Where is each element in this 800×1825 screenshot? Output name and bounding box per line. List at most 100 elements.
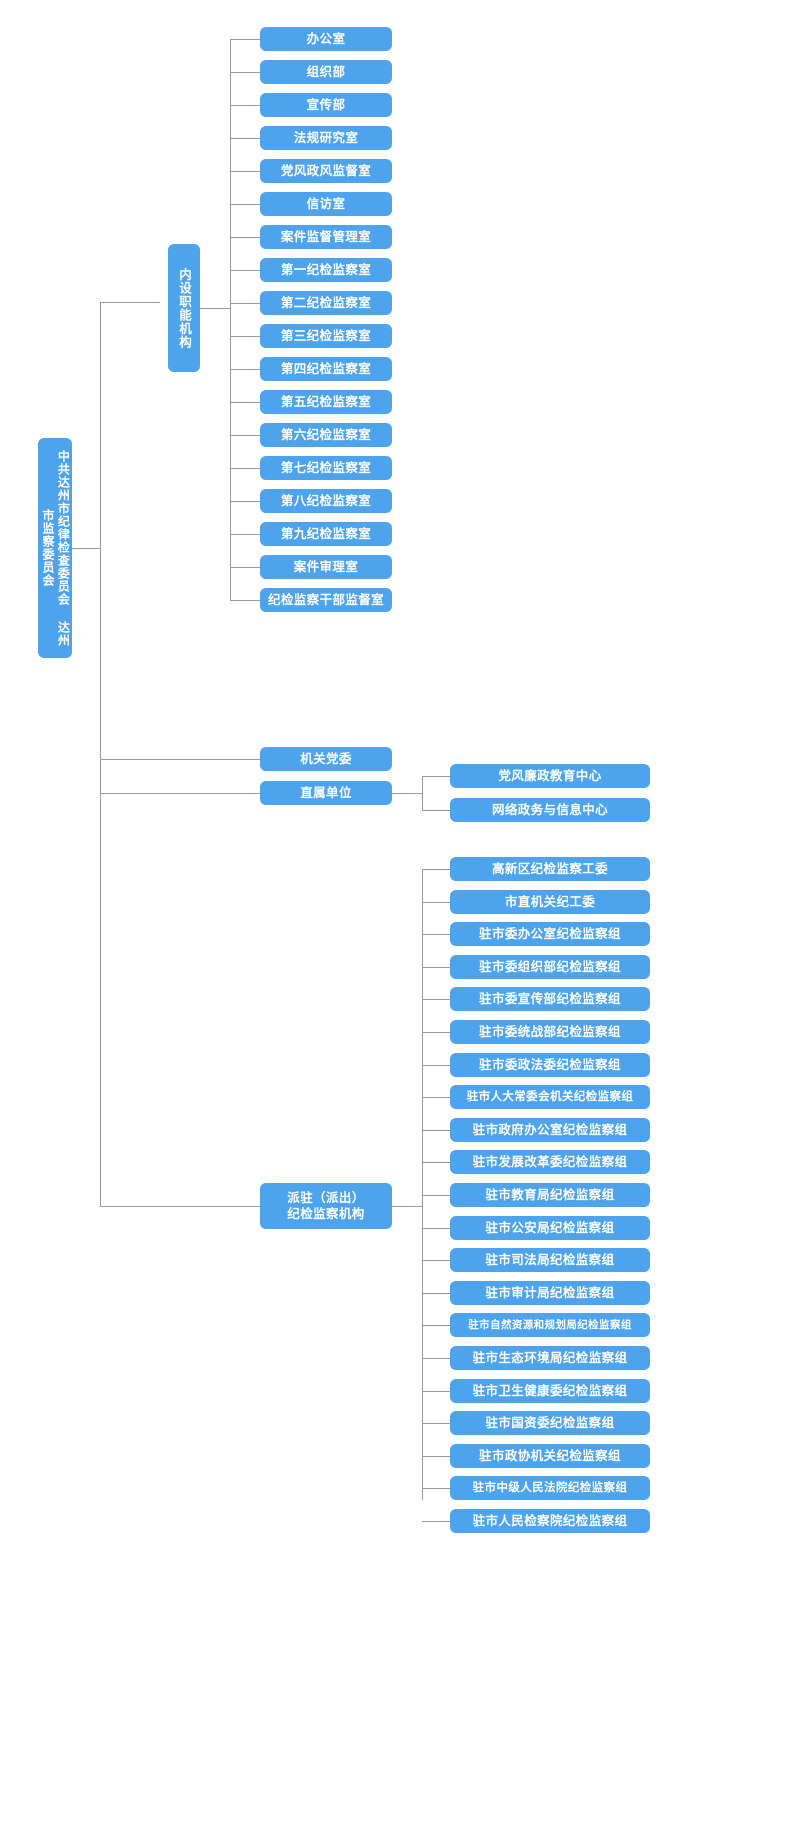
leaf-node-internal-18[interactable]: 纪检监察干部监督室: [260, 588, 392, 612]
leaf-node-internal-3[interactable]: 宣传部: [260, 93, 392, 117]
leaf-node-internal-16[interactable]: 第九纪检监察室: [260, 522, 392, 546]
leaf-node-dispatched-17[interactable]: 驻市卫生健康委纪检监察组: [450, 1378, 650, 1403]
leaf-node-dispatched-18[interactable]: 驻市国资委纪检监察组: [450, 1411, 650, 1436]
leaf-node-dispatched-8[interactable]: 驻市人大常委会机关纪检监察组: [450, 1085, 650, 1110]
connector-internal-leaf-11: [230, 369, 260, 370]
connector-internal-leaf-2: [230, 72, 260, 73]
leaf-node-dispatched-19[interactable]: 驻市政协机关纪检监察组: [450, 1443, 650, 1468]
connector-internal-leaf-5: [230, 171, 260, 172]
connector-internal-leaf-10: [230, 336, 260, 337]
root-node[interactable]: 中共达州市纪律检查委员会 达州市监察委员会: [38, 438, 72, 658]
connector-internal-leaf-9: [230, 303, 260, 304]
connector-dispatched-leaf-4: [422, 966, 450, 968]
connector-to-dispatched: [100, 1206, 260, 1207]
connector-dispatched-leaf-16: [422, 1358, 450, 1359]
connector-direct-unit-2: [422, 810, 450, 811]
leaf-node-internal-17[interactable]: 案件审理室: [260, 555, 392, 579]
leaf-node-internal-5[interactable]: 党风政风监督室: [260, 159, 392, 183]
leaf-node-internal-7[interactable]: 案件监督管理室: [260, 225, 392, 249]
leaf-node-dispatched-15[interactable]: 驻市自然资源和规划局纪检监察组: [450, 1313, 650, 1338]
leaf-node-direct-unit-2[interactable]: 网络政务与信息中心: [450, 798, 650, 822]
connector-main-spine: [100, 302, 101, 1206]
leaf-node-dispatched-21[interactable]: 驻市人民检察院纪检监察组: [450, 1509, 650, 1533]
connector-dispatched-leaf-17: [422, 1390, 450, 1392]
leaf-node-dispatched-10[interactable]: 驻市发展改革委纪检监察组: [450, 1150, 650, 1175]
connector-dispatched-leaf-1: [422, 869, 450, 870]
leaf-node-internal-9[interactable]: 第二纪检监察室: [260, 291, 392, 315]
leaf-node-internal-10[interactable]: 第三纪检监察室: [260, 324, 392, 348]
connector-dispatched-leaf-13: [422, 1260, 450, 1262]
leaf-node-internal-15[interactable]: 第八纪检监察室: [260, 489, 392, 513]
leaf-node-dispatched-3[interactable]: 驻市委办公室纪检监察组: [450, 922, 650, 947]
leaf-node-internal-2[interactable]: 组织部: [260, 60, 392, 84]
connector-to-internal: [100, 302, 160, 303]
connector-dispatched-leaf-6: [422, 1032, 450, 1033]
leaf-node-dispatched-6[interactable]: 驻市委统战部纪检监察组: [450, 1020, 650, 1044]
leaf-node-dispatched-9[interactable]: 驻市政府办公室纪检监察组: [450, 1117, 650, 1142]
connector-dispatched-leaf-2: [422, 901, 450, 903]
leaf-node-dispatched-4[interactable]: 驻市委组织部纪检监察组: [450, 954, 650, 979]
branch-node-party-committee[interactable]: 机关党委: [260, 747, 392, 771]
connector-root-stem: [72, 548, 100, 549]
leaf-node-dispatched-1[interactable]: 高新区纪检监察工委: [450, 857, 650, 881]
connector-dispatched-leaf-10: [422, 1162, 450, 1164]
connector-dispatched-leaf-3: [422, 934, 450, 936]
leaf-node-dispatched-20[interactable]: 驻市中级人民法院纪检监察组: [450, 1476, 650, 1501]
leaf-node-dispatched-16[interactable]: 驻市生态环境局纪检监察组: [450, 1346, 650, 1370]
leaf-node-dispatched-7[interactable]: 驻市委政法委纪检监察组: [450, 1052, 650, 1077]
leaf-node-internal-13[interactable]: 第六纪检监察室: [260, 423, 392, 447]
connector-dispatched-out: [392, 1206, 422, 1207]
leaf-node-internal-1[interactable]: 办公室: [260, 27, 392, 51]
leaf-node-internal-14[interactable]: 第七纪检监察室: [260, 456, 392, 480]
branch-node-direct-units[interactable]: 直属单位: [260, 781, 392, 805]
connector-to-party-committee: [100, 759, 260, 760]
leaf-node-dispatched-11[interactable]: 驻市教育局纪检监察组: [450, 1183, 650, 1207]
leaf-node-direct-unit-1[interactable]: 党风廉政教育中心: [450, 764, 650, 788]
branch-node-dispatched-line2: 纪检监察机构: [287, 1207, 365, 1221]
branch-node-internal[interactable]: 内设职能机构: [168, 244, 200, 372]
leaf-node-internal-6[interactable]: 信访室: [260, 192, 392, 216]
connector-internal-leaf-8: [230, 270, 260, 271]
connector-dispatched-leaf-5: [422, 999, 450, 1001]
connector-dispatched-leaf-11: [422, 1195, 450, 1196]
connector-internal-leaf-13: [230, 435, 260, 436]
connector-dispatched-leaf-8: [422, 1097, 450, 1099]
leaf-node-internal-11[interactable]: 第四纪检监察室: [260, 357, 392, 381]
connector-internal-leaf-15: [230, 501, 260, 502]
connector-internal-leaf-17: [230, 567, 260, 568]
connector-internal-leaf-12: [230, 402, 260, 403]
connector-internal-leaf-4: [230, 138, 260, 139]
leaf-node-internal-12[interactable]: 第五纪检监察室: [260, 390, 392, 414]
connector-dispatched-leaf-21: [422, 1521, 450, 1522]
connector-dispatched-leaf-9: [422, 1129, 450, 1131]
connector-internal-leaf-18: [230, 600, 260, 601]
connector-internal-leaf-16: [230, 534, 260, 535]
connector-internal-leaf-3: [230, 105, 260, 106]
connector-internal-leaf-1: [230, 39, 260, 40]
connector-dispatched-leaf-19: [422, 1455, 450, 1457]
connector-dispatched-leaf-18: [422, 1423, 450, 1425]
leaf-node-dispatched-2[interactable]: 市直机关纪工委: [450, 889, 650, 914]
connector-direct-units-spine: [422, 776, 423, 810]
connector-direct-units-out: [392, 793, 422, 794]
connector-internal-out: [200, 308, 230, 309]
branch-node-dispatched[interactable]: 派驻（派出） 纪检监察机构: [260, 1183, 392, 1229]
connector-dispatched-leaf-12: [422, 1227, 450, 1229]
leaf-node-dispatched-13[interactable]: 驻市司法局纪检监察组: [450, 1248, 650, 1273]
leaf-node-internal-4[interactable]: 法规研究室: [260, 126, 392, 150]
connector-internal-leaf-6: [230, 204, 260, 205]
connector-to-direct-units: [100, 793, 260, 794]
leaf-node-dispatched-12[interactable]: 驻市公安局纪检监察组: [450, 1215, 650, 1240]
connector-dispatched-spine: [422, 869, 423, 1500]
leaf-node-internal-8[interactable]: 第一纪检监察室: [260, 258, 392, 282]
connector-direct-unit-1: [422, 776, 450, 777]
connector-internal-leaf-14: [230, 468, 260, 469]
connector-dispatched-leaf-15: [422, 1325, 450, 1327]
connector-dispatched-leaf-7: [422, 1064, 450, 1066]
connector-internal-leaf-7: [230, 237, 260, 238]
connector-dispatched-leaf-14: [422, 1292, 450, 1294]
branch-node-dispatched-line1: 派驻（派出）: [287, 1191, 365, 1205]
leaf-node-dispatched-14[interactable]: 驻市审计局纪检监察组: [450, 1280, 650, 1305]
leaf-node-dispatched-5[interactable]: 驻市委宣传部纪检监察组: [450, 987, 650, 1012]
